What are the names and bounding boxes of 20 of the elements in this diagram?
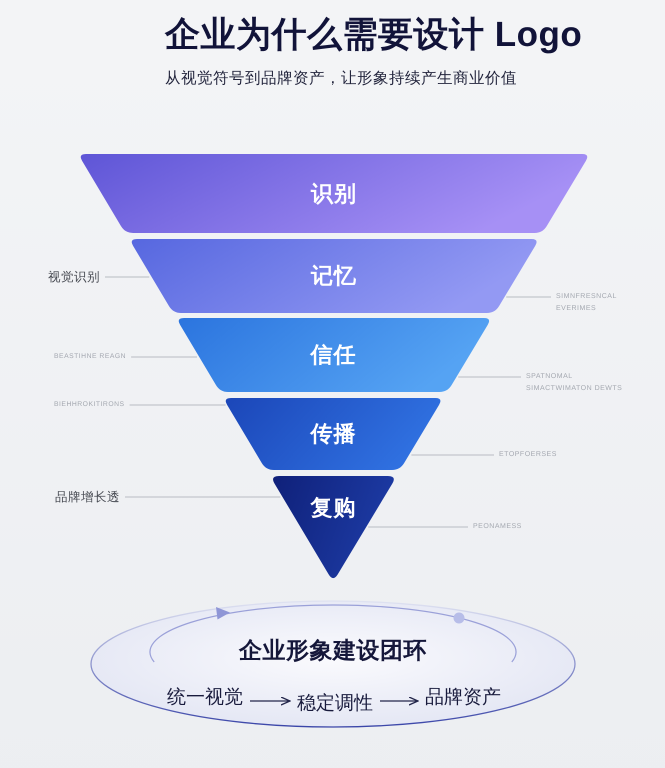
leader-line xyxy=(458,376,521,378)
title: 企业为什么需要设计 Logo xyxy=(165,14,582,56)
side-label: 视觉识别 xyxy=(48,269,100,285)
step-label: 稳定调性 xyxy=(297,692,373,716)
step-label: 品牌资产 xyxy=(425,686,501,710)
funnel-layer: 识别 xyxy=(78,154,590,233)
leader-line xyxy=(125,496,280,498)
cycle-title: 企业形象建设团环 xyxy=(239,636,427,664)
leader-line xyxy=(130,404,226,406)
step-label: 统一视觉 xyxy=(167,686,243,710)
arrow xyxy=(250,696,291,706)
leader-line xyxy=(131,356,197,358)
leader-line xyxy=(506,296,551,298)
side-label: 品牌增长透 xyxy=(55,489,120,505)
leader-line xyxy=(368,526,468,528)
leader-line xyxy=(411,454,494,456)
arrow xyxy=(380,696,419,706)
loop-ellipse xyxy=(90,600,576,728)
subtitle: 从视觉符号到品牌资产，让形象持续产生商业价值 xyxy=(165,69,517,89)
leader-line xyxy=(105,276,150,278)
